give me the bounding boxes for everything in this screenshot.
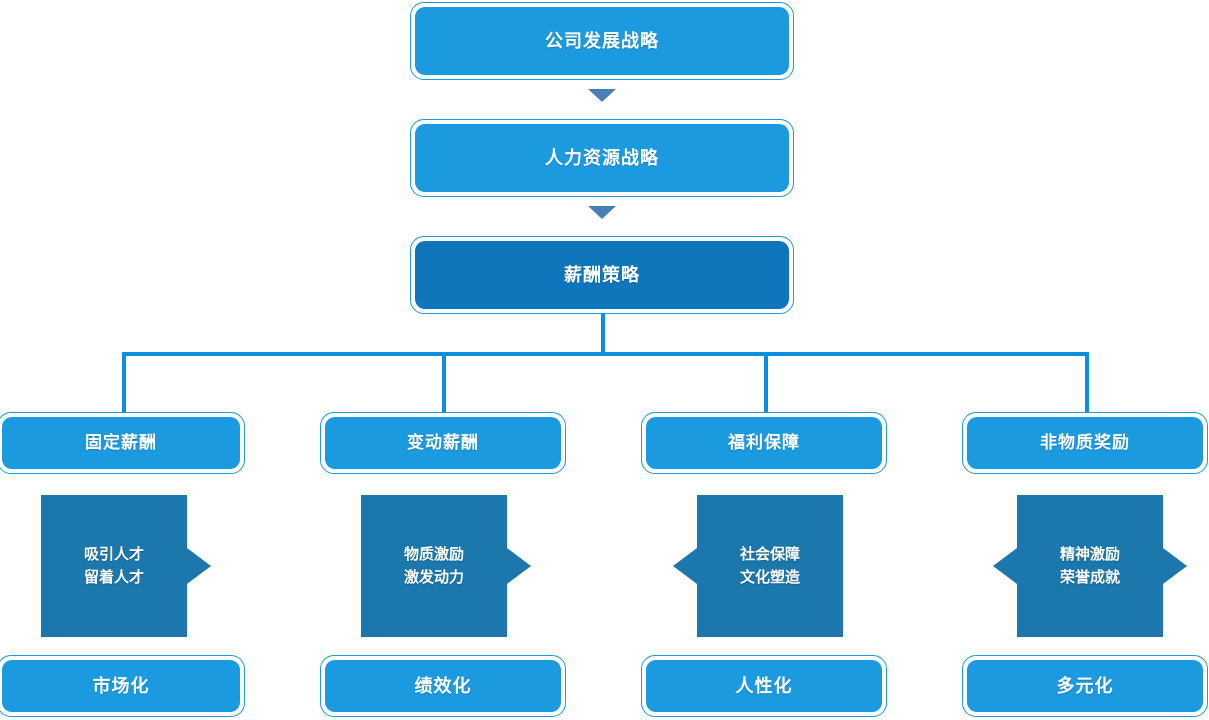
bracket-drop-1 (122, 352, 126, 412)
callout-2-label: 物质激励 激发动力 (403, 545, 464, 586)
node-branch-1-label: 固定薪酬 (85, 433, 157, 453)
bracket-drop-3 (764, 352, 768, 412)
callout-3: 社会保障 文化塑造 (673, 495, 843, 637)
node-leaf-3-fill: 人性化 (646, 660, 882, 712)
node-branch-3-fill: 福利保障 (646, 417, 882, 469)
bracket-drop-2 (442, 352, 446, 412)
bracket-trunk (601, 314, 605, 356)
callout-2-tab-right-icon (507, 548, 531, 584)
node-leaf-4-label: 多元化 (1056, 675, 1114, 696)
down-arrow-icon-2 (588, 206, 616, 219)
node-level2-label: 人力资源战略 (545, 147, 659, 168)
callout-3-label: 社会保障 文化塑造 (739, 545, 800, 586)
node-leaf-2-label: 绩效化 (414, 675, 472, 696)
node-level2-fill: 人力资源战略 (415, 124, 789, 192)
node-level1-label: 公司发展战略 (545, 30, 659, 51)
callout-4-tab-left-icon (993, 548, 1017, 584)
down-arrow-icon-1 (588, 89, 616, 102)
node-level1-company-strategy[interactable]: 公司发展战略 (410, 2, 794, 80)
node-leaf-2[interactable]: 绩效化 (320, 655, 566, 717)
callout-1-label: 吸引人才 留着人才 (83, 545, 144, 586)
node-branch-1-fill: 固定薪酬 (2, 417, 240, 469)
node-level3-label: 薪酬策略 (564, 264, 640, 285)
node-branch-2-label: 变动薪酬 (407, 433, 479, 453)
callout-2: 物质激励 激发动力 (361, 495, 531, 637)
node-leaf-3[interactable]: 人性化 (641, 655, 887, 717)
bracket-drop-4 (1085, 352, 1089, 412)
node-branch-4-fill: 非物质奖励 (967, 417, 1203, 469)
node-leaf-1[interactable]: 市场化 (0, 655, 245, 717)
callout-4-label: 精神激励 荣誉成就 (1059, 545, 1120, 586)
node-leaf-2-fill: 绩效化 (325, 660, 561, 712)
node-branch-3[interactable]: 福利保障 (641, 412, 887, 474)
node-level3-compensation-strategy[interactable]: 薪酬策略 (410, 236, 794, 314)
node-leaf-4-fill: 多元化 (967, 660, 1203, 712)
node-level1-fill: 公司发展战略 (415, 7, 789, 75)
callout-1-tab-right-icon (187, 548, 211, 584)
node-leaf-1-fill: 市场化 (2, 660, 240, 712)
node-branch-2[interactable]: 变动薪酬 (320, 412, 566, 474)
node-leaf-4[interactable]: 多元化 (962, 655, 1208, 717)
callout-4-tab-right-icon (1163, 548, 1187, 584)
callout-4: 精神激励 荣誉成就 (993, 495, 1187, 637)
bracket-rail (122, 352, 1089, 356)
callout-1: 吸引人才 留着人才 (41, 495, 211, 637)
node-branch-3-label: 福利保障 (728, 433, 800, 453)
callout-3-tab-left-icon (673, 548, 697, 584)
node-branch-1[interactable]: 固定薪酬 (0, 412, 245, 474)
node-level3-fill: 薪酬策略 (415, 241, 789, 309)
node-leaf-1-label: 市场化 (92, 675, 150, 696)
node-branch-4[interactable]: 非物质奖励 (962, 412, 1208, 474)
node-leaf-3-label: 人性化 (735, 675, 793, 696)
node-level2-hr-strategy[interactable]: 人力资源战略 (410, 119, 794, 197)
node-branch-4-label: 非物质奖励 (1040, 433, 1130, 453)
node-branch-2-fill: 变动薪酬 (325, 417, 561, 469)
